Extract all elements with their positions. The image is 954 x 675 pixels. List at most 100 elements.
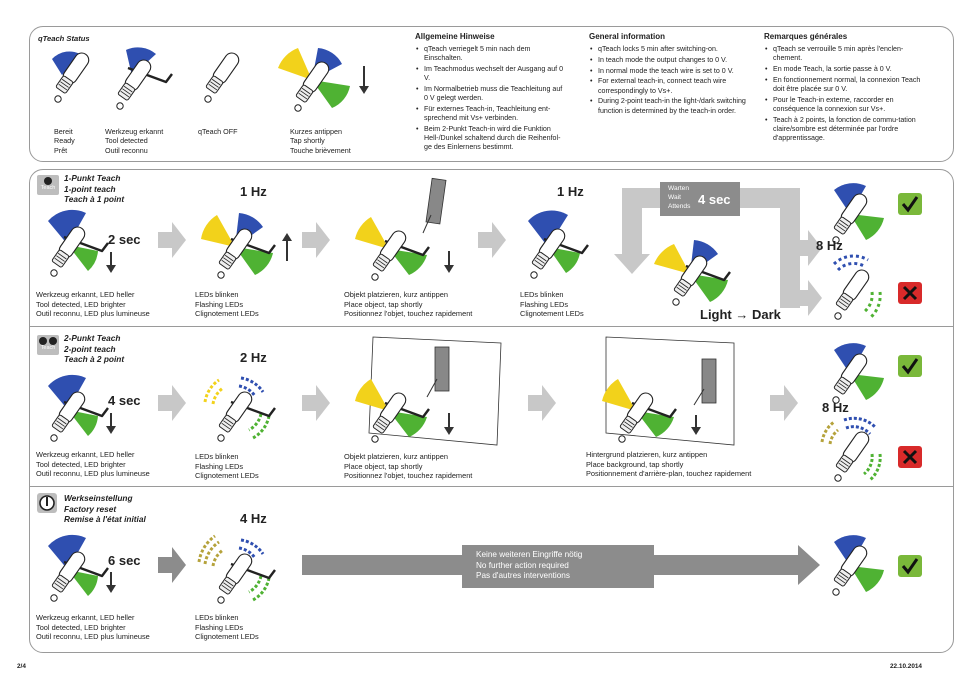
info-item: Im Teachmodus wechselt der Ausgang auf 0… (416, 65, 565, 83)
section-title-line: Remise à l'état initial (64, 514, 146, 525)
info-column-de: Allgemeine Hinweise qTeach verriegelt 5 … (415, 32, 565, 154)
no-action-line: Pas d'autres interventions (476, 571, 570, 581)
step1-sensor-tool (48, 374, 110, 442)
caption-line: Clignotement LEDs (195, 632, 259, 642)
caption-line: Clignotement LEDs (195, 471, 259, 481)
ok-check-icon (898, 555, 922, 577)
info-item: Beim 2-Punkt Teach-in wird die Funktion … (416, 125, 565, 153)
info-item: qTeach se verrouille 5 min après l'encle… (765, 45, 922, 63)
info-heading: General information (589, 32, 666, 41)
no-action-box: Keine weiteren Eingriffe nötig No furthe… (462, 545, 654, 588)
factory-reset-icon (37, 493, 57, 513)
loop-frame-right (780, 188, 800, 308)
caption-line: Tool detected, LED brighter (36, 459, 126, 469)
status-label-line: Tool detected (105, 136, 148, 146)
caption-line: Outil reconnu, LED plus lumineuse (36, 309, 150, 319)
flash-frequency: 1 Hz (557, 184, 584, 199)
status-label-line: Prêt (54, 145, 68, 155)
caption-line: LEDs blinken (195, 613, 239, 622)
flow-arrow-icon (302, 385, 330, 421)
section-divider (29, 326, 954, 327)
caption-line: Outil reconnu, LED plus lumineuse (36, 632, 150, 642)
ok-check-icon (898, 355, 922, 377)
down-arrow-icon (106, 572, 116, 593)
caption-line: Werkzeug erkannt, LED heller (36, 290, 135, 299)
section-title-line: Factory reset (64, 503, 117, 514)
info-item: Pour le Teach-in externe, raccorder en c… (765, 96, 922, 114)
info-heading: Allgemeine Hinweise (415, 32, 495, 41)
caption-line: LEDs blinken (520, 290, 564, 299)
caption-line: Clignotement LEDs (195, 309, 259, 319)
info-item: Für externes Teach-in, Teachleitung ent-… (416, 105, 565, 123)
wait-line: Wait (668, 193, 681, 201)
info-column-fr: Remarques générales qTeach se verrouille… (764, 32, 922, 145)
hold-time: 4 sec (108, 393, 141, 408)
loop-arrow-icon (800, 280, 822, 316)
status-ready-label: Bereit Ready Prêt (54, 127, 75, 155)
step2-sensor-flashing-all (197, 534, 277, 604)
caption-line: Werkzeug erkannt, LED heller (36, 450, 135, 459)
status-label-line: Kurzes antippen (290, 127, 342, 136)
info-item: During 2-point teach-in the light-/dark … (590, 97, 747, 115)
status-title: qTeach Status (38, 34, 90, 43)
down-arrow-icon (106, 252, 116, 273)
status-label-line: Werkzeug erkannt (105, 127, 164, 136)
step2-sensor-flashing (203, 376, 277, 442)
flow-arrow-icon (770, 385, 798, 421)
section-title-line: Teach à 2 point (64, 354, 125, 365)
caption-line: Tool detected, LED brighter (36, 622, 126, 632)
section-title-line: Werkseinstellung (64, 493, 133, 503)
error-flash-frequency: 8 Hz (822, 400, 849, 415)
info-item: Teach à 2 points, la fonction de commu-t… (765, 116, 922, 144)
caption-line: Positionnez l'objet, touchez rapidement (344, 471, 473, 481)
teach-button-icon: Teach (37, 175, 59, 195)
caption-place-object: Objekt platzieren, kurz antippen Place o… (344, 290, 472, 319)
section3-title: Werkseinstellung Factory reset Remise à … (64, 493, 146, 525)
caption-line: Positionnez l'objet, touchez rapidement (344, 309, 473, 319)
caption-line: LEDs blinken (195, 452, 239, 461)
section-title-line: 2-point teach (64, 343, 116, 354)
teach-badge-label: Teach (40, 185, 56, 191)
hold-time: 6 sec (108, 553, 141, 568)
caption-line: Place object, tap shortly (344, 461, 423, 471)
loop-arrow-icon (800, 230, 822, 266)
loop-frame-left (622, 188, 642, 260)
info-item: For external teach-in, connect teach wir… (590, 77, 747, 95)
flow-arrow-icon (158, 222, 186, 258)
section-title-line: 1-point teach (64, 183, 116, 194)
error-x-icon (898, 446, 922, 468)
caption-line: LEDs blinken (195, 290, 239, 299)
caption-place-background: Hintergrund platzieren, kurz antippen Pl… (586, 450, 751, 479)
result-sensor-ok (832, 535, 884, 596)
caption-line: Objekt platzieren, kurz antippen (344, 290, 448, 299)
section-title-line: Teach à 1 point (64, 194, 125, 205)
section1-title: 1-Punkt Teach 1-point teach Teach à 1 po… (64, 173, 124, 205)
status-sensor-off (204, 49, 243, 103)
status-sensor-tool-detected (116, 47, 174, 110)
hold-time-4sec: 4 sec (698, 192, 731, 207)
teach-button-icon: Teach (37, 335, 59, 355)
caption-line: Flashing LEDs (195, 299, 244, 309)
section-divider (29, 486, 954, 487)
no-action-line: No further action required (476, 560, 569, 570)
section-title-line: 1-Punkt Teach (64, 173, 121, 183)
status-tap-label: Kurzes antippen Tap shortly Touche brièv… (290, 127, 351, 155)
step5-sensor-light-dark (654, 240, 732, 306)
info-item: En fonctionnement normal, la connexion T… (765, 76, 922, 94)
step4-place-background (602, 336, 735, 446)
flow-arrow-icon (302, 222, 330, 258)
status-sensor-tap (278, 48, 369, 112)
status-label-line: Bereit (54, 127, 73, 136)
info-item: qTeach verriegelt 5 min nach dem Einscha… (416, 45, 565, 63)
section2-title: 2-Punkt Teach 2-point teach Teach à 2 po… (64, 333, 124, 365)
caption-line: Clignotement LEDs (520, 309, 584, 319)
info-item: Im Normalbetrieb muss die Teachleitung a… (416, 85, 565, 103)
step3-place-object (355, 177, 454, 281)
caption-flashing: LEDs blinken Flashing LEDs Clignotement … (195, 613, 259, 642)
down-arrow-icon (106, 413, 116, 434)
info-item: En mode Teach, la sortie passe à 0 V. (765, 65, 922, 74)
status-label-line: Ready (54, 136, 75, 146)
info-heading: Remarques générales (764, 32, 848, 41)
caption-line: Place background, tap shortly (586, 459, 684, 469)
result-sensor-error (820, 416, 882, 482)
